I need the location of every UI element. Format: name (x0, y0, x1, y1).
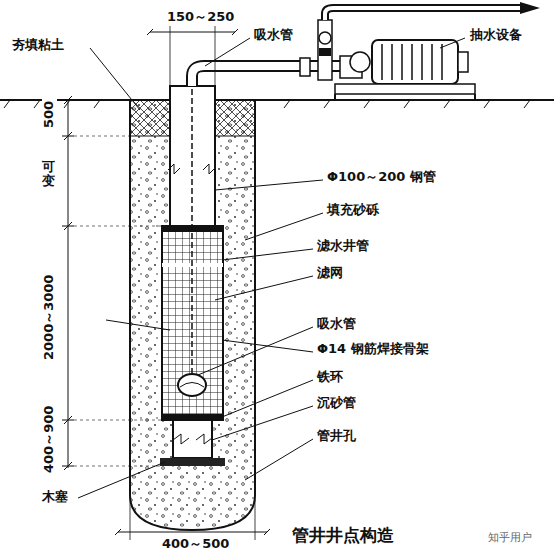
part-label: 滤水井管 (315, 239, 371, 254)
watermark: 知乎用户 (486, 532, 534, 545)
part-label: 吸水管 (252, 28, 295, 43)
part-label: Φ100～200 钢管 (325, 170, 438, 185)
dimension: 400～500 (160, 537, 231, 552)
part-label: 木塞 (40, 490, 70, 505)
part-label: 管井孔 (315, 429, 358, 444)
part-label: 吸水管 (315, 317, 358, 332)
part-label: 抽水设备 (468, 28, 524, 43)
part-label: 铁环 (315, 370, 345, 385)
dimension: 2000～3000 (42, 273, 57, 362)
caption: 管井井点构造 (290, 526, 396, 546)
part-label: 填充砂砾 (325, 203, 381, 218)
dimension: 可变 (40, 160, 57, 189)
dimension: 150～250 (165, 10, 236, 25)
part-label: 滤网 (315, 266, 345, 281)
part-label: Φ14 钢筋焊接骨架 (315, 342, 431, 357)
dimension: 400～900 (42, 404, 57, 475)
part-label: 夯填粘土 (10, 38, 66, 53)
dimension: 500 (42, 99, 57, 130)
part-label: 沉砂管 (315, 396, 358, 411)
